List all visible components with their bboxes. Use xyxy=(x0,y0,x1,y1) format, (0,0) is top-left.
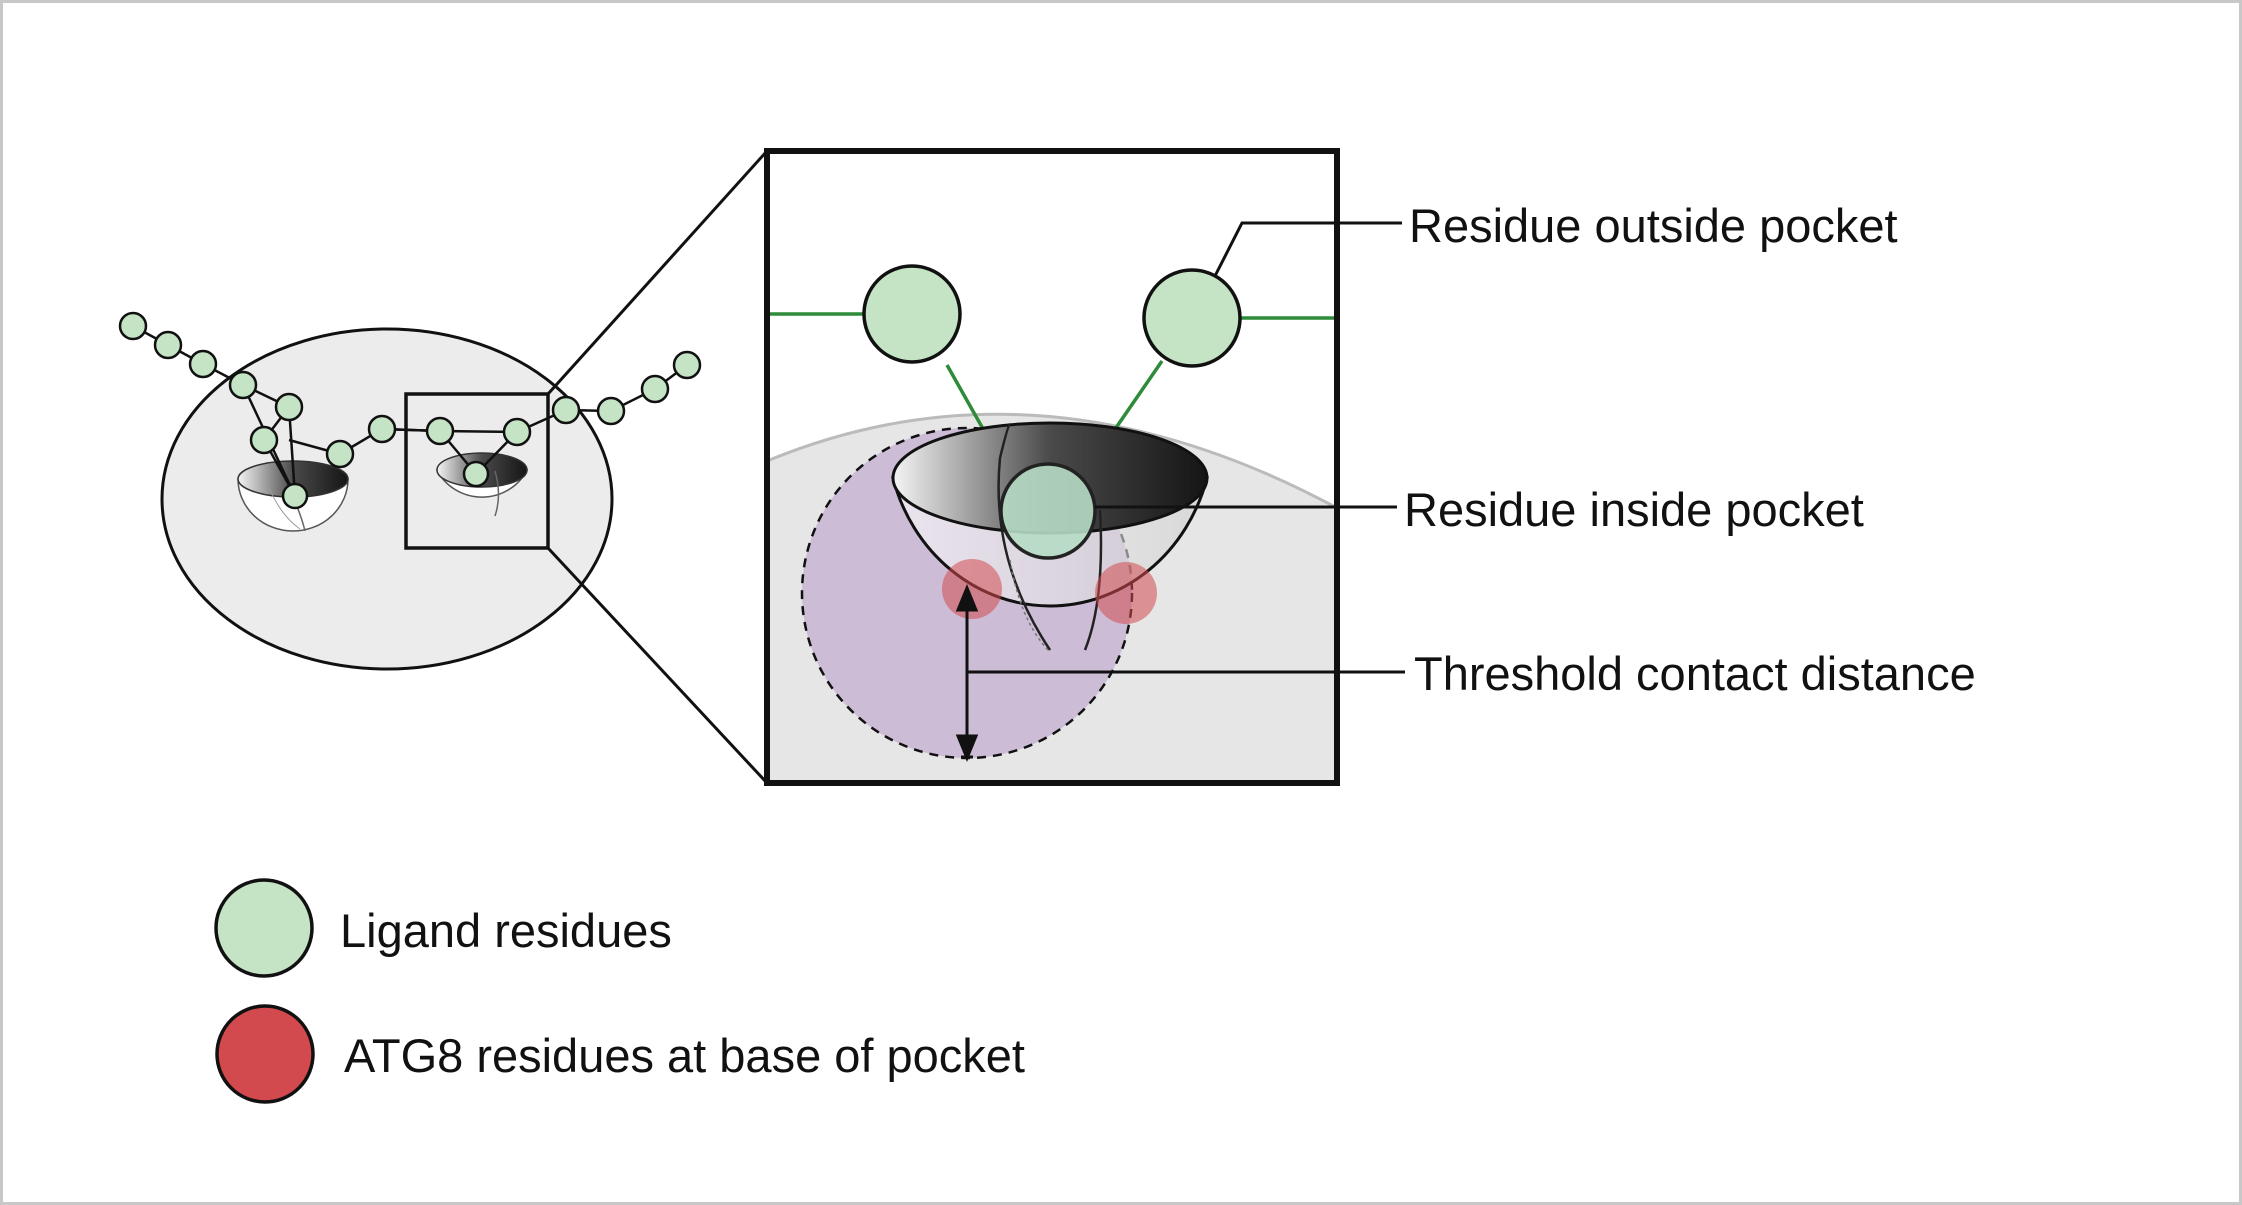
label-residue-inside: Residue inside pocket xyxy=(1404,483,1864,536)
ligand-bead xyxy=(367,414,397,444)
zoom-panel-border xyxy=(764,148,1340,786)
legend-ligand-label: Ligand residues xyxy=(340,904,672,957)
atg8-residue xyxy=(1095,562,1157,624)
threshold-distance-arrow xyxy=(955,584,979,762)
ligand-bead xyxy=(325,439,355,469)
leader-outside xyxy=(1213,221,1402,277)
overview-panel xyxy=(118,311,702,671)
ligand-bead xyxy=(640,374,670,404)
legend-atg8-label: ATG8 residues at base of pocket xyxy=(344,1029,1025,1082)
ligand-bead-in-pocket xyxy=(281,482,309,510)
ligand-bead xyxy=(153,330,183,360)
ligand-bead xyxy=(118,311,148,341)
legend-markers xyxy=(214,878,315,1104)
label-threshold-distance: Threshold contact distance xyxy=(1414,647,1976,700)
protein-overview xyxy=(160,327,614,671)
ligand-bead xyxy=(551,395,581,425)
ligand-bead xyxy=(672,350,702,380)
residue-inside-pocket xyxy=(999,462,1097,560)
ligand-bead xyxy=(249,425,279,455)
zoom-panel xyxy=(764,148,1340,786)
zoom-connector-lines xyxy=(546,149,769,785)
zoom-selection-box xyxy=(404,392,550,550)
atg8-residue xyxy=(942,559,1002,619)
label-residue-outside: Residue outside pocket xyxy=(1409,199,1898,252)
callout-leaders xyxy=(967,221,1405,674)
ligand-bead xyxy=(274,392,304,422)
residue-outside-pocket xyxy=(1142,268,1242,368)
ligand-bead xyxy=(596,396,626,426)
ligand-bead xyxy=(425,416,455,446)
legend-atg8-swatch xyxy=(215,1004,315,1104)
ligand-chain-beads xyxy=(118,311,702,510)
residue-outside-left xyxy=(862,264,962,364)
ligand-bead-in-pocket xyxy=(462,460,490,488)
ligand-bead xyxy=(502,417,532,447)
ligand-bead xyxy=(228,370,258,400)
legend-ligand-swatch xyxy=(214,878,314,978)
ligand-bead xyxy=(188,349,218,379)
